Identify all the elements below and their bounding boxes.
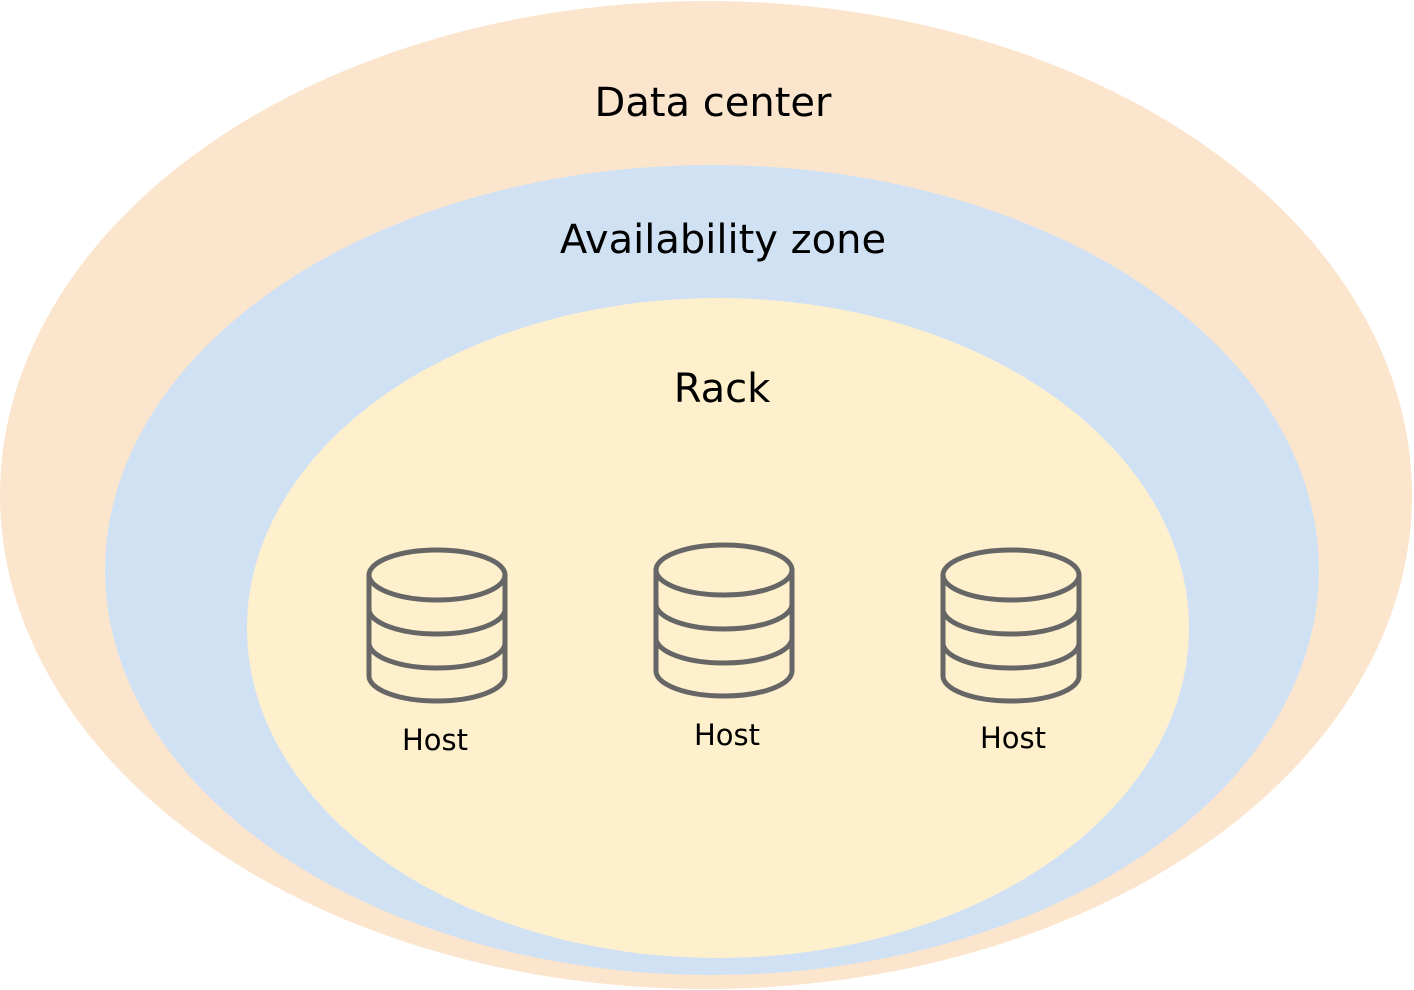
host-item: Host xyxy=(940,547,1082,755)
data-center-label: Data center xyxy=(595,80,832,126)
host-label: Host xyxy=(402,723,468,757)
host-item: Host xyxy=(653,542,795,752)
host-label: Host xyxy=(694,718,760,752)
availability-zone-label: Availability zone xyxy=(560,217,886,263)
rack-label: Rack xyxy=(674,366,771,412)
host-label: Host xyxy=(980,721,1046,755)
database-icon xyxy=(366,547,508,704)
database-icon xyxy=(653,542,795,699)
host-item: Host xyxy=(366,547,508,757)
database-icon xyxy=(940,547,1082,704)
